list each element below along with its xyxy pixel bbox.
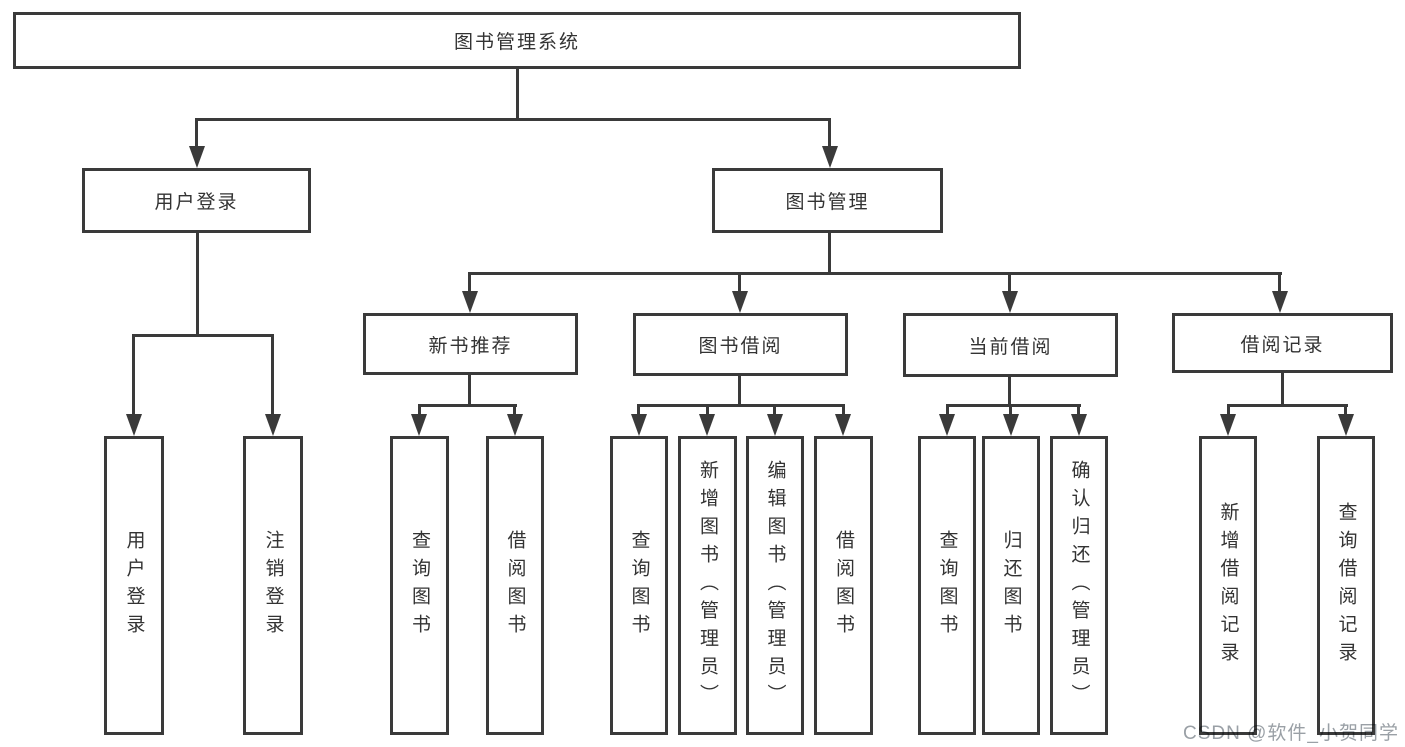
leaf-logout: 注销登录: [243, 436, 303, 735]
arrowhead-down-icon: [822, 146, 838, 168]
branch-book-borrowing: 图书借阅: [633, 313, 848, 376]
connector-root-stem: [516, 68, 519, 121]
connector-user-login-stem: [196, 233, 199, 336]
watermark: CSDN @软件_小贺同学: [1183, 723, 1399, 744]
branch-label: 当前借阅: [968, 336, 1053, 358]
branch-label: 用户登录: [154, 192, 239, 213]
connector-drop-leaf: [706, 404, 709, 417]
connector-current-borrow-split: [946, 404, 1081, 407]
branch-new-book-recommend: 新书推荐: [363, 313, 578, 375]
arrowhead-down-icon: [265, 414, 281, 436]
leaf-label: 查询图书: [628, 529, 650, 642]
leaf-query-books-recommend: 查询图书: [390, 436, 449, 735]
leaf-label: 编辑图书（管理员）: [764, 459, 786, 712]
leaf-label: 查询借阅记录: [1335, 501, 1357, 670]
branch-book-management: 图书管理: [712, 168, 943, 233]
node-root: 图书管理系统: [13, 12, 1021, 69]
connector-drop-leaf: [271, 334, 274, 417]
arrowhead-down-icon: [1272, 291, 1288, 313]
connector-drop-leaf: [1077, 404, 1080, 417]
connector-borrow-records-stem: [1281, 373, 1284, 407]
connector-drop-leaf: [418, 404, 421, 417]
arrowhead-down-icon: [1071, 414, 1087, 436]
arrowhead-down-icon: [1003, 414, 1019, 436]
connector-user-login-split: [132, 334, 274, 337]
arrowhead-down-icon: [507, 414, 523, 436]
arrowhead-down-icon: [1338, 414, 1354, 436]
leaf-label: 确认归还（管理员）: [1068, 459, 1090, 712]
branch-current-borrowing: 当前借阅: [903, 313, 1118, 377]
connector-drop-leaf: [513, 404, 516, 417]
arrowhead-down-icon: [411, 414, 427, 436]
connector-drop-leaf: [773, 404, 776, 417]
leaf-user-login: 用户登录: [104, 436, 164, 735]
connector-book-management-stem: [828, 233, 831, 274]
connector-drop-leaf: [842, 404, 845, 417]
leaf-borrow-books-recommend: 借阅图书: [486, 436, 544, 735]
connector-drop-book-management: [828, 118, 831, 152]
connector-borrow-records-split: [1227, 404, 1348, 407]
connector-root-split: [195, 118, 831, 121]
leaf-add-borrow-record: 新增借阅记录: [1199, 436, 1257, 735]
leaf-add-book-admin: 新增图书（管理员）: [678, 436, 737, 735]
arrowhead-down-icon: [189, 146, 205, 168]
branch-label: 新书推荐: [428, 335, 513, 357]
arrowhead-down-icon: [732, 291, 748, 313]
arrowhead-down-icon: [767, 414, 783, 436]
arrowhead-down-icon: [462, 291, 478, 313]
leaf-edit-book-admin: 编辑图书（管理员）: [746, 436, 804, 735]
connector-current-borrow-stem: [1008, 377, 1011, 407]
leaf-query-borrow-record: 查询借阅记录: [1317, 436, 1375, 735]
connector-drop-leaf: [946, 404, 949, 417]
connector-drop-book-borrow: [738, 272, 741, 294]
leaf-query-books-current: 查询图书: [918, 436, 976, 735]
connector-book-borrow-split: [637, 404, 845, 407]
node-root-label: 图书管理系统: [453, 32, 580, 53]
leaf-label: 用户登录: [123, 529, 145, 642]
leaf-label: 查询图书: [409, 529, 430, 642]
leaf-confirm-return-admin: 确认归还（管理员）: [1050, 436, 1108, 735]
arrowhead-down-icon: [835, 414, 851, 436]
arrowhead-down-icon: [939, 414, 955, 436]
leaf-return-book: 归还图书: [982, 436, 1040, 735]
connector-book-management-split: [468, 272, 1282, 275]
branch-user-login: 用户登录: [82, 168, 311, 233]
connector-drop-user-login: [195, 118, 198, 152]
leaf-query-books-borrowing: 查询图书: [610, 436, 668, 735]
branch-borrowing-records: 借阅记录: [1172, 313, 1393, 373]
connector-drop-borrow-records: [1278, 272, 1281, 294]
leaf-label: 借阅图书: [504, 529, 526, 642]
connector-drop-new-book: [468, 272, 471, 294]
branch-label: 图书管理: [785, 192, 870, 213]
connector-drop-leaf: [132, 334, 135, 417]
leaf-label: 归还图书: [1000, 529, 1022, 642]
arrowhead-down-icon: [699, 414, 715, 436]
connector-drop-leaf: [1009, 404, 1012, 417]
leaf-label: 查询图书: [936, 529, 958, 642]
leaf-label: 新增图书（管理员）: [697, 459, 718, 712]
connector-new-book-stem: [468, 375, 471, 407]
leaf-label: 新增借阅记录: [1217, 501, 1239, 670]
connector-drop-current-borrow: [1008, 272, 1011, 294]
branch-label: 借阅记录: [1240, 334, 1325, 356]
arrowhead-down-icon: [1002, 291, 1018, 313]
connector-drop-leaf: [1344, 404, 1347, 417]
connector-drop-leaf: [637, 404, 640, 417]
arrowhead-down-icon: [631, 414, 647, 436]
branch-label: 图书借阅: [698, 336, 783, 357]
leaf-borrow-books-borrowing: 借阅图书: [814, 436, 873, 735]
leaf-label: 借阅图书: [833, 529, 854, 642]
arrowhead-down-icon: [126, 414, 142, 436]
arrowhead-down-icon: [1220, 414, 1236, 436]
leaf-label: 注销登录: [262, 529, 284, 642]
connector-drop-leaf: [1227, 404, 1230, 417]
connector-book-borrow-stem: [738, 376, 741, 407]
connector-new-book-split: [418, 404, 517, 407]
